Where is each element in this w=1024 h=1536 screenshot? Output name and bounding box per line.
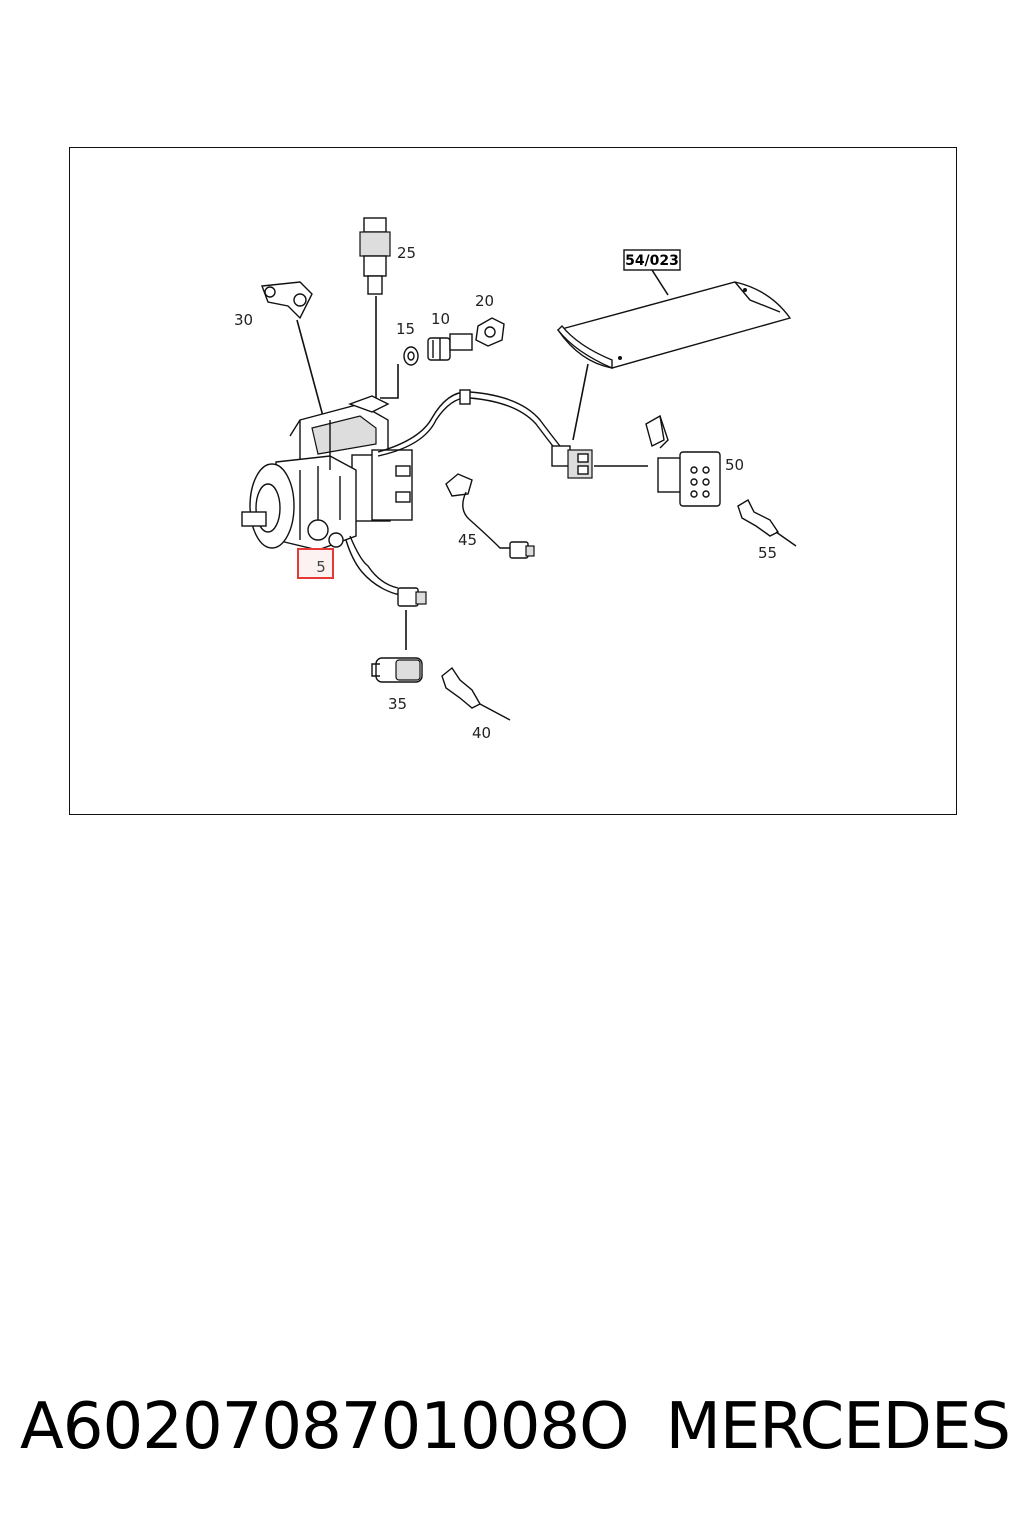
callout-5-highlight[interactable]: 5 bbox=[297, 548, 334, 579]
part-15[interactable] bbox=[403, 346, 419, 366]
injection-pump[interactable] bbox=[241, 395, 413, 551]
reference-box[interactable]: 54/023 bbox=[623, 249, 681, 271]
callout-30: 30 bbox=[234, 311, 253, 329]
part-number: A6020708701008O bbox=[20, 1390, 629, 1464]
part-35[interactable] bbox=[371, 657, 423, 683]
part-55[interactable] bbox=[737, 499, 797, 547]
part-45[interactable] bbox=[445, 473, 535, 559]
callout-15: 15 bbox=[396, 320, 415, 338]
harness-connector[interactable] bbox=[551, 445, 593, 479]
callout-5: 5 bbox=[316, 558, 326, 576]
part-10[interactable] bbox=[427, 333, 473, 361]
callout-10: 10 bbox=[431, 310, 450, 328]
footer: A6020708701008O MERCEDES bbox=[20, 1382, 1011, 1472]
part-50[interactable] bbox=[645, 414, 721, 507]
cover-part[interactable] bbox=[556, 281, 792, 370]
callout-20: 20 bbox=[475, 292, 494, 310]
callout-35: 35 bbox=[388, 695, 407, 713]
diagram-frame bbox=[69, 147, 957, 815]
part-25[interactable] bbox=[359, 217, 391, 295]
callout-45: 45 bbox=[458, 531, 477, 549]
brand-name: MERCEDES bbox=[665, 1390, 1011, 1464]
harness-plug-35[interactable] bbox=[397, 587, 427, 607]
callout-40: 40 bbox=[472, 724, 491, 742]
callout-55: 55 bbox=[758, 544, 777, 562]
part-30[interactable] bbox=[261, 281, 313, 320]
part-20[interactable] bbox=[475, 317, 505, 347]
callout-50: 50 bbox=[725, 456, 744, 474]
reference-box-label: 54/023 bbox=[625, 253, 679, 269]
callout-25: 25 bbox=[397, 244, 416, 262]
part-40[interactable] bbox=[441, 666, 511, 721]
